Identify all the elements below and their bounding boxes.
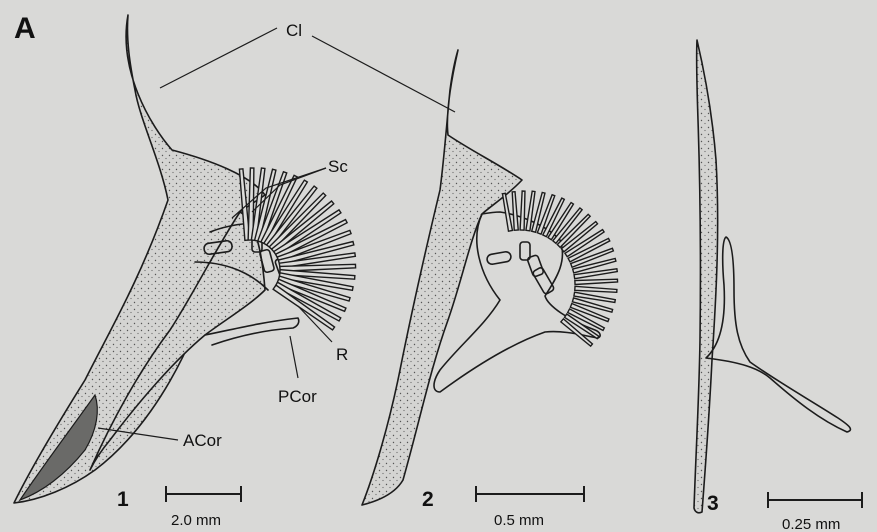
fin-ray [575,279,618,284]
figure-number-2: 2 [422,488,434,511]
foramen [486,251,511,265]
label-cl: Cl [286,21,302,40]
leader-pcor [290,336,298,378]
label-sc: Sc [328,157,348,176]
panel-letter: A [14,12,36,45]
label-acor: ACor [183,431,222,450]
specimen-2: 2 0.5 mm [362,50,618,529]
scale-label-1: 2.0 mm [171,512,221,529]
radial [527,255,544,278]
radial [532,267,555,295]
figure-number-1: 1 [117,488,129,511]
scale-bar-3 [768,492,862,508]
scale-label-2: 0.5 mm [494,512,544,529]
cleithrum-3 [694,40,718,513]
scale-bar-1 [166,486,241,502]
scapulocoracoid-3 [706,237,850,432]
scale-label-3: 0.25 mm [782,516,840,532]
fin-ray [520,191,525,230]
leader-cl-1 [160,28,277,88]
figure-number-3: 3 [707,492,719,515]
scale-bar-2 [476,486,584,502]
fin-ray [575,286,617,292]
cleithrum-2 [362,50,522,505]
label-pcor: PCor [278,387,317,406]
fin-ray [512,192,518,231]
label-r: R [336,345,348,364]
leader-cl-2 [312,36,455,112]
specimen-3: 3 0.25 mm [694,40,862,532]
